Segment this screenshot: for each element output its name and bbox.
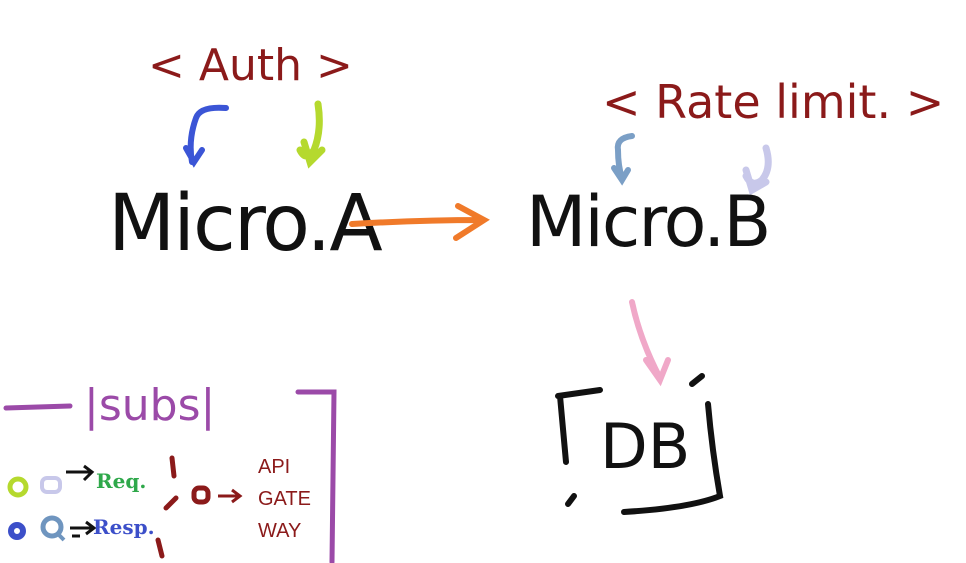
request-arrow-icon: [66, 464, 95, 482]
micro-b-to-db-arrow: [629, 299, 671, 387]
api-gateway-line-2: GATE: [258, 488, 311, 510]
rate-response-arrow: [742, 144, 772, 196]
rate-request-arrow: [611, 133, 635, 186]
response-arrow-icon: [70, 520, 97, 538]
request-green-circle-icon: [7, 476, 29, 498]
response-steel-circle-icon: [40, 515, 64, 539]
response-magnifier-tail: [56, 532, 66, 542]
api-arrow-icon: [218, 488, 243, 504]
subs-frame: [295, 389, 337, 563]
micro-a-to-b-arrow: [349, 203, 490, 241]
subs-label: |subs|: [84, 380, 215, 431]
request-lavender-square-icon: [40, 476, 62, 494]
response-blue-circle-icon: [8, 522, 26, 540]
auth-request-arrow: [183, 104, 229, 168]
api-bracket: [155, 455, 179, 559]
api-gateway-line-3: WAY: [258, 520, 301, 542]
api-gateway-square-icon: [191, 485, 211, 505]
response-legend-label: Resp.: [93, 515, 155, 539]
auth-response-arrow: [296, 100, 326, 169]
db-box: [555, 373, 724, 515]
micro-b-label: Micro.B: [526, 181, 769, 263]
subs-line: [3, 403, 73, 411]
auth-label: < Auth >: [148, 40, 353, 91]
api-gateway-line-1: API: [258, 456, 290, 478]
rate-limit-label: < Rate limit. >: [602, 75, 944, 129]
micro-a-label: Micro.A: [108, 179, 382, 269]
db-label: DB: [600, 410, 690, 483]
request-legend-label: Req.: [96, 469, 146, 493]
